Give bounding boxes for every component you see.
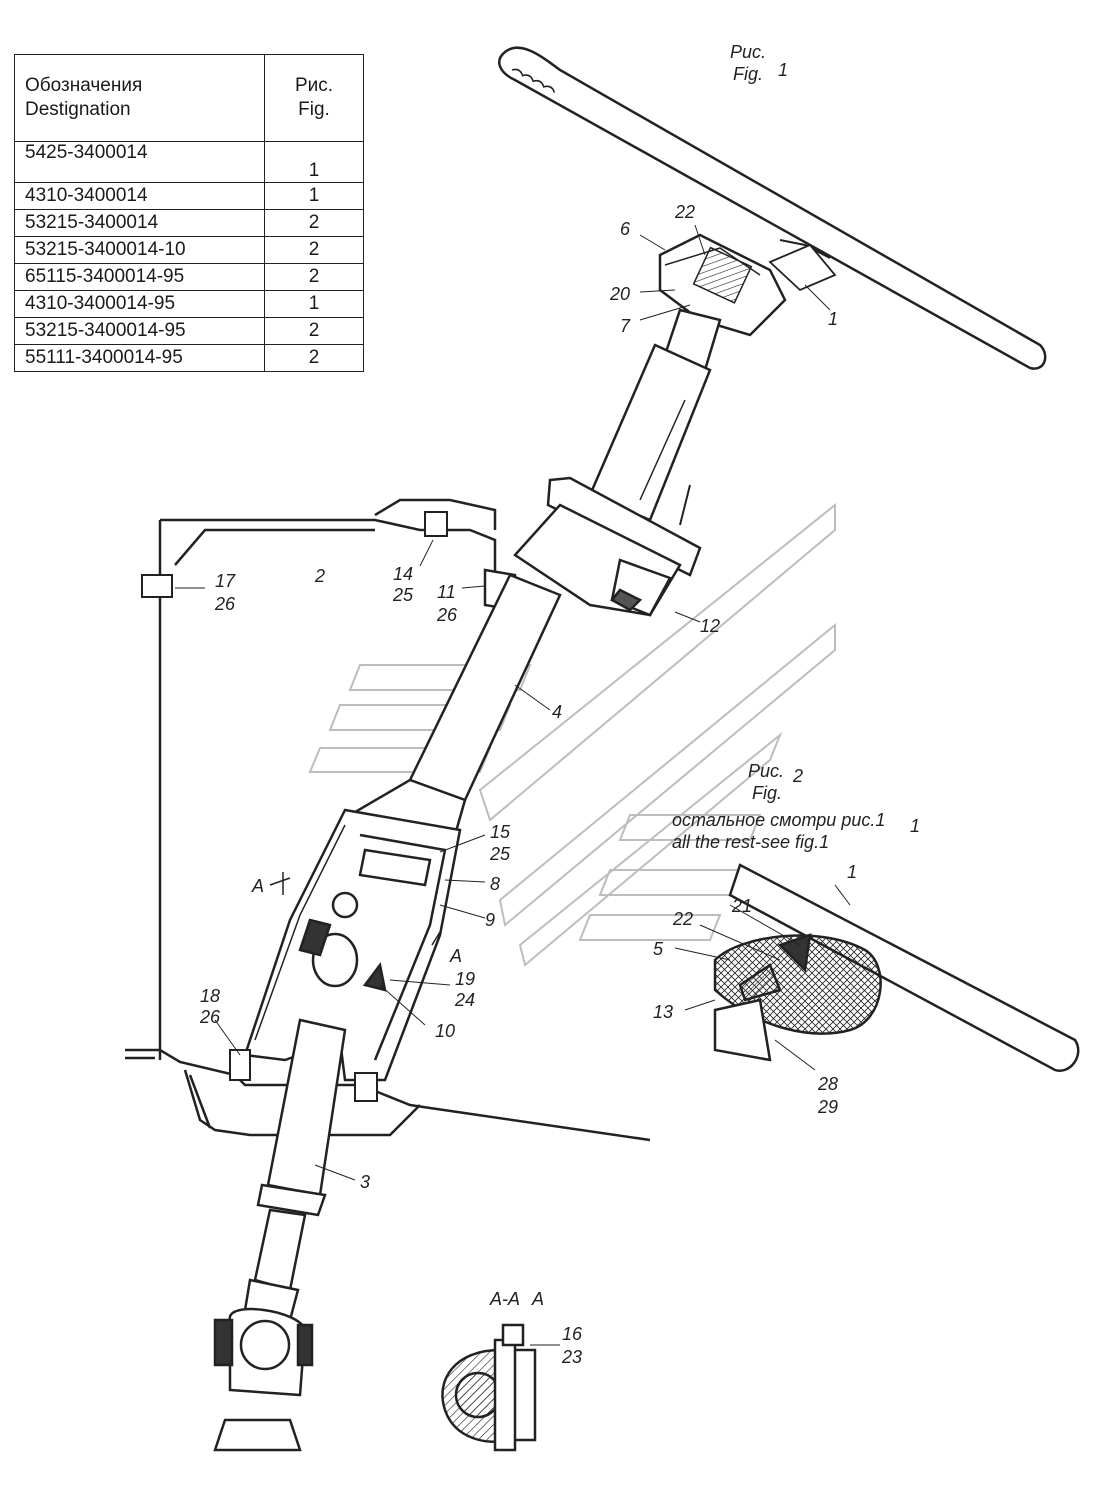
- section-mark-right: A: [449, 946, 462, 966]
- callout-4: 4: [552, 702, 562, 722]
- table-header-row: Обозначения Destignation Рис. Fig.: [14, 54, 364, 142]
- callout-26: 26: [436, 605, 458, 625]
- fig2-callout-21: 21: [731, 896, 752, 916]
- column-bracket: [513, 476, 702, 617]
- section-labels: А-А A A A: [251, 876, 544, 1309]
- callout-24: 24: [454, 990, 475, 1010]
- fig2-label-en: Fig.: [752, 783, 782, 803]
- callout-14: 14: [393, 564, 413, 584]
- callout-17: 17: [215, 571, 236, 591]
- figure-cell: 1: [264, 290, 364, 318]
- designation-cell: 4310-3400014: [14, 182, 265, 210]
- callout-9: 9: [485, 910, 495, 930]
- callout-18: 18: [200, 986, 220, 1006]
- leader-lines: [175, 224, 851, 1346]
- figure-cell: 1: [264, 141, 364, 183]
- callout-labels: 1 6 22 20 7 2 17 26 14 25 11 26 12 4 15 …: [199, 202, 857, 1367]
- designation-cell: 4310-3400014-95: [14, 290, 265, 318]
- callout-2: 2: [314, 566, 325, 586]
- designation-header-en: Destignation: [25, 99, 131, 120]
- figure-cell: 2: [264, 317, 364, 345]
- cab-floor: [125, 1048, 651, 1142]
- figure-cell: 2: [264, 209, 364, 237]
- fig1-label-ru: Рис.: [730, 42, 766, 62]
- section-mark-left: A: [251, 876, 264, 896]
- callout-6: 6: [620, 219, 631, 239]
- callout-8: 8: [490, 874, 500, 894]
- callout-11: 11: [437, 582, 456, 602]
- callout-7: 7: [620, 316, 631, 336]
- section-a-a-drawing: [441, 1323, 537, 1452]
- figure-cell: 2: [264, 236, 364, 264]
- fig2-callout-13: 13: [653, 1002, 673, 1022]
- callout-25: 25: [392, 585, 414, 605]
- intermediate-shaft: [408, 573, 562, 802]
- figure-header-en: Fig.: [298, 99, 330, 120]
- steering-wheel: [498, 46, 1047, 370]
- fig2-note-ru: остальное смотри рис.1: [672, 810, 885, 830]
- fig1-number: 1: [778, 60, 788, 80]
- section-arrows: [269, 872, 441, 946]
- fig1-label-en: Fig.: [733, 64, 763, 84]
- fig2-label-ru: Рис.: [748, 761, 784, 781]
- fig2-caption: Рис. Fig. 2 остальное смотри рис.1 all t…: [672, 761, 920, 852]
- steering-wheel-hub: [658, 233, 787, 337]
- designation-cell: 65115-3400014-95: [14, 263, 265, 291]
- fig2-callout-1: 1: [847, 862, 857, 882]
- designation-table: Обозначения Destignation Рис. Fig. 5425-…: [14, 54, 364, 372]
- designation-cell: 53215-3400014: [14, 209, 265, 237]
- callout-3: 3: [360, 1172, 370, 1192]
- callout-12: 12: [700, 616, 720, 636]
- figure-cell: 2: [264, 344, 364, 372]
- fig2-callout-29: 29: [817, 1097, 838, 1117]
- fig2-callout-28: 28: [817, 1074, 838, 1094]
- fig2-note-en: all the rest-see fig.1: [672, 832, 829, 852]
- lower-shaft: [213, 1018, 347, 1452]
- figure-cell: 1: [264, 182, 364, 210]
- fig2-callout-22: 22: [672, 909, 693, 929]
- fig2-number: 2: [792, 766, 803, 786]
- designation-cell: 53215-3400014-10: [14, 236, 265, 264]
- callout-25: 25: [489, 844, 511, 864]
- figure-header-ru: Рис.: [294, 75, 334, 96]
- callout-15: 15: [490, 822, 511, 842]
- lower-housing: [243, 778, 467, 1082]
- designation-header-ru: Обозначения: [25, 75, 143, 96]
- designation-cell: 55111-3400014-95: [14, 344, 265, 372]
- callout-16: 16: [562, 1324, 583, 1344]
- fig1-caption: Рис. Fig. 1: [730, 42, 788, 84]
- section-a-a-label: А-А: [489, 1289, 520, 1309]
- callout-26: 26: [199, 1007, 221, 1027]
- fig2-note-mark: 1: [910, 816, 920, 836]
- callout-10: 10: [435, 1021, 455, 1041]
- figure-header: Рис. Fig.: [264, 54, 364, 142]
- callout-19: 19: [455, 969, 475, 989]
- callout-20: 20: [609, 284, 630, 304]
- fig2-callout-5: 5: [653, 939, 664, 959]
- designation-cell: 5425-3400014: [14, 141, 265, 183]
- designation-header: Обозначения Destignation: [14, 54, 265, 142]
- fig2-detail: [713, 863, 1080, 1073]
- section-view-mark: A: [531, 1289, 544, 1309]
- steering-column-upper: [588, 308, 722, 522]
- callout-23: 23: [561, 1347, 582, 1367]
- callout-26: 26: [214, 594, 236, 614]
- callout-1: 1: [828, 309, 838, 329]
- callout-22: 22: [674, 202, 695, 222]
- designation-cell: 53215-3400014-95: [14, 317, 265, 345]
